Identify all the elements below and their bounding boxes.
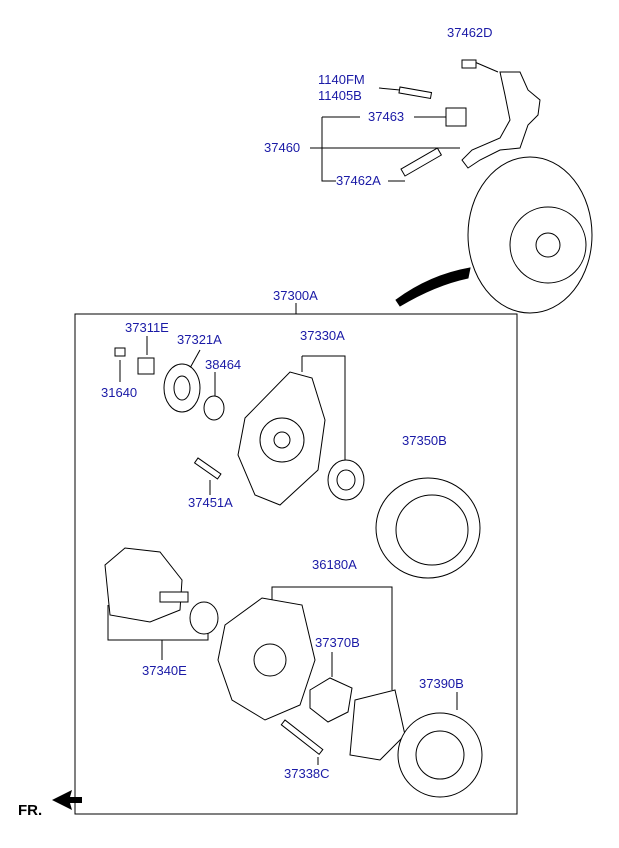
leader-37460 [321,117,336,182]
label-31640: 31640 [101,385,138,400]
rear-cover-inner [415,730,465,780]
label-37390B: 37390B [419,676,464,691]
direction-arrow [395,267,471,307]
bearing-inner [336,469,356,491]
bracket [461,71,541,169]
label-37338C: 37338C [284,766,330,781]
rectifier-37390B [349,689,406,761]
nut-37463 [445,107,467,127]
label-37370B: 37370B [315,635,360,650]
bolt-37462A [400,147,443,177]
label-37311E: 37311E [125,320,169,335]
label-37460: 37460 [264,140,301,155]
leader-37330A [302,355,346,462]
front-direction-label: FR. [18,802,43,819]
stator-inner [395,494,469,566]
pulley-inner [173,375,191,401]
front-arrow-icon [52,790,82,810]
spacer-38464 [203,395,225,421]
label-11405B: 11405B [318,88,362,103]
label-37463: 37463 [368,109,405,124]
rotor-37340E [104,547,183,623]
label-37330A: 37330A [300,328,345,343]
leader-1140FM [378,87,401,91]
alternator-center [535,232,561,258]
bolt-37462D [461,59,477,69]
label-37462A: 37462A [336,173,381,188]
bolt-1140FM [398,86,433,100]
label-37462D: 37462D [447,25,493,40]
bolt-37451A [193,457,222,480]
rotor-shaft [159,591,189,603]
label-38464: 38464 [205,357,242,372]
label-37350B: 37350B [402,433,447,448]
bearing-37340E [189,601,219,635]
bolt-37338C [280,719,324,755]
label-1140FM: 1140FM [318,72,365,87]
label-37300A: 37300A [273,288,318,303]
regulator-37370B [309,677,353,723]
label-37340E: 37340E [142,663,187,678]
nut-37311E [137,357,155,375]
front-bracket-center [273,431,291,449]
rear-bracket-hub [253,643,287,677]
label-37321A: 37321A [177,332,222,347]
leader-37321A [189,349,201,369]
label-37451A: 37451A [188,495,233,510]
leader-36180A [271,586,393,690]
bolt-31640 [114,347,126,357]
label-36180A: 36180A [312,557,357,572]
